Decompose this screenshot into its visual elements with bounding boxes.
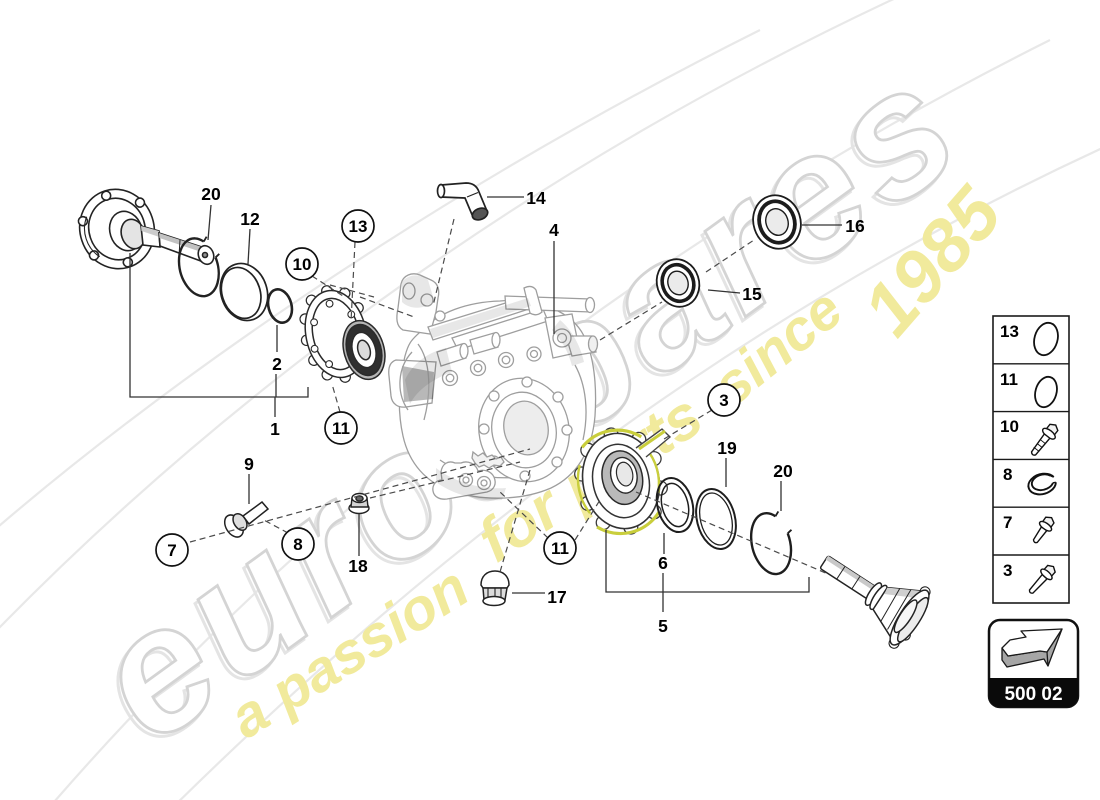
svg-text:3: 3 [1003, 561, 1012, 580]
svg-text:5: 5 [658, 616, 668, 636]
svg-text:11: 11 [332, 419, 350, 438]
svg-text:11: 11 [1000, 370, 1018, 389]
svg-text:14: 14 [526, 188, 546, 208]
svg-text:17: 17 [547, 587, 566, 607]
svg-text:8: 8 [1003, 465, 1012, 484]
svg-text:12: 12 [240, 209, 260, 229]
svg-text:20: 20 [201, 184, 221, 204]
svg-text:7: 7 [1003, 513, 1012, 532]
svg-text:4: 4 [549, 220, 559, 240]
svg-text:10: 10 [1000, 417, 1019, 436]
svg-text:16: 16 [845, 216, 865, 236]
svg-text:20: 20 [773, 461, 793, 481]
svg-text:7: 7 [167, 541, 176, 560]
svg-text:8: 8 [293, 535, 302, 554]
svg-text:15: 15 [742, 284, 762, 304]
svg-text:2: 2 [272, 354, 282, 374]
svg-text:13: 13 [1000, 322, 1019, 341]
svg-text:10: 10 [293, 255, 312, 274]
svg-text:13: 13 [349, 217, 368, 236]
svg-text:19: 19 [717, 438, 737, 458]
svg-text:11: 11 [551, 539, 569, 558]
svg-text:1: 1 [270, 419, 280, 439]
svg-text:500 02: 500 02 [1004, 684, 1062, 705]
svg-text:6: 6 [658, 553, 668, 573]
svg-text:9: 9 [244, 454, 254, 474]
svg-text:18: 18 [348, 556, 368, 576]
svg-text:3: 3 [719, 391, 728, 410]
